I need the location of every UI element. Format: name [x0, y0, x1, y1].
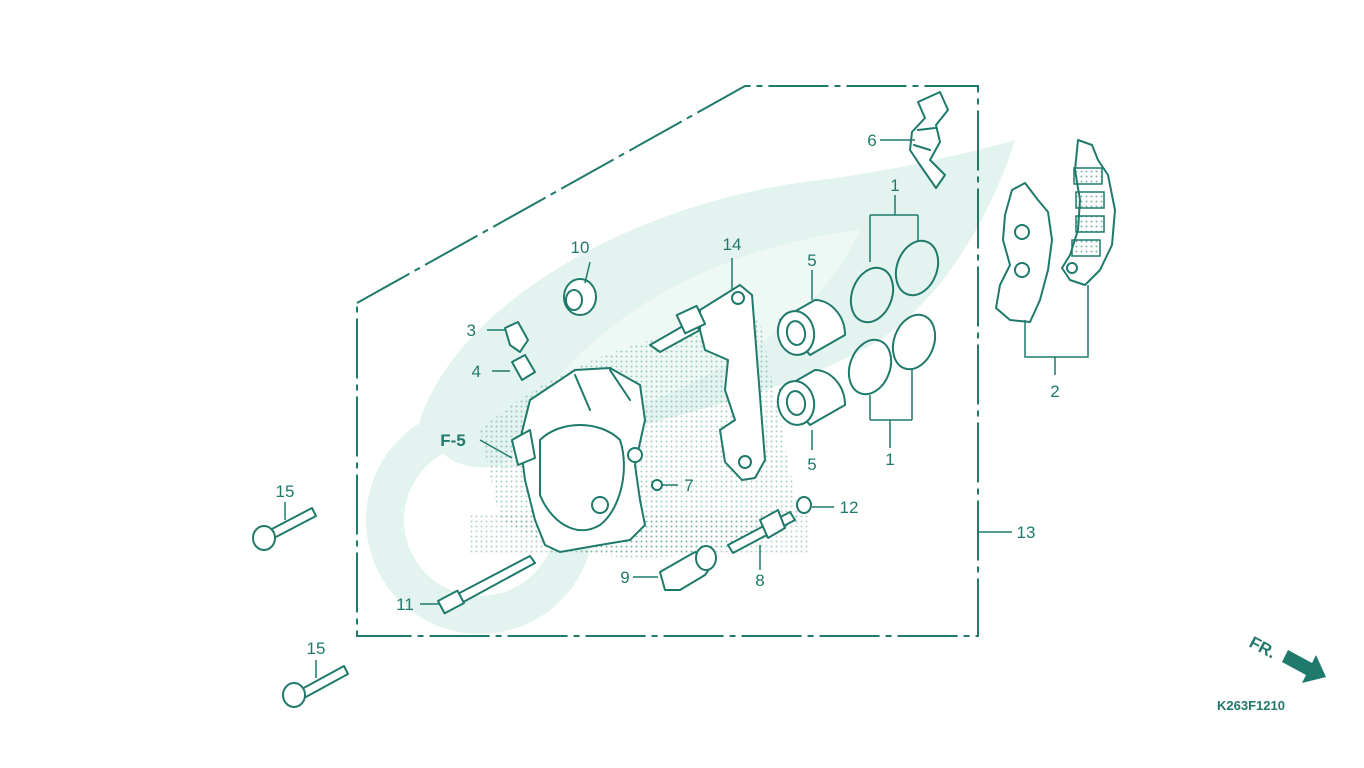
piston-seals — [847, 239, 940, 396]
slide-pin — [437, 555, 536, 615]
callout-14: 14 — [723, 235, 742, 254]
flange-bolt-bottom — [282, 665, 349, 708]
drawing-code: K263F1210 — [1217, 698, 1285, 713]
pistons — [776, 299, 846, 426]
callout-11: 11 — [396, 595, 414, 614]
pad-spring — [909, 91, 949, 189]
callout-2: 2 — [1050, 382, 1059, 401]
caliper-bracket — [649, 284, 766, 481]
front-direction-label: FR. — [1246, 633, 1279, 663]
callout-4: 4 — [472, 362, 481, 381]
o-ring — [651, 479, 663, 491]
callout-3: 3 — [467, 321, 476, 340]
callout-15-top: 15 — [276, 482, 295, 501]
callout-5-bottom: 5 — [807, 455, 816, 474]
callout-12: 12 — [840, 498, 859, 517]
callout-13: 13 — [1017, 523, 1036, 542]
assembly-frame — [356, 85, 979, 637]
caliper-body — [511, 367, 646, 553]
callout-15-bottom: 15 — [307, 639, 326, 658]
front-direction-arrow: FR. — [1246, 633, 1326, 683]
callout-1-top: 1 — [890, 176, 899, 195]
callout-7: 7 — [684, 476, 693, 495]
boot-cap — [659, 545, 717, 591]
callout-10: 10 — [571, 238, 590, 257]
washer — [796, 496, 812, 514]
bleed-screw — [504, 321, 536, 381]
boot — [563, 278, 597, 316]
leader-lines — [284, 139, 1089, 678]
callout-6: 6 — [867, 131, 876, 150]
callout-8: 8 — [755, 571, 764, 590]
callout-9: 9 — [620, 568, 629, 587]
reference-label: F-5 — [440, 431, 466, 450]
callout-5-top: 5 — [807, 251, 816, 270]
brake-pads — [995, 139, 1116, 323]
pin-bolt — [727, 509, 796, 554]
callout-1-bottom: 1 — [885, 450, 894, 469]
flange-bolt-top — [252, 507, 317, 551]
